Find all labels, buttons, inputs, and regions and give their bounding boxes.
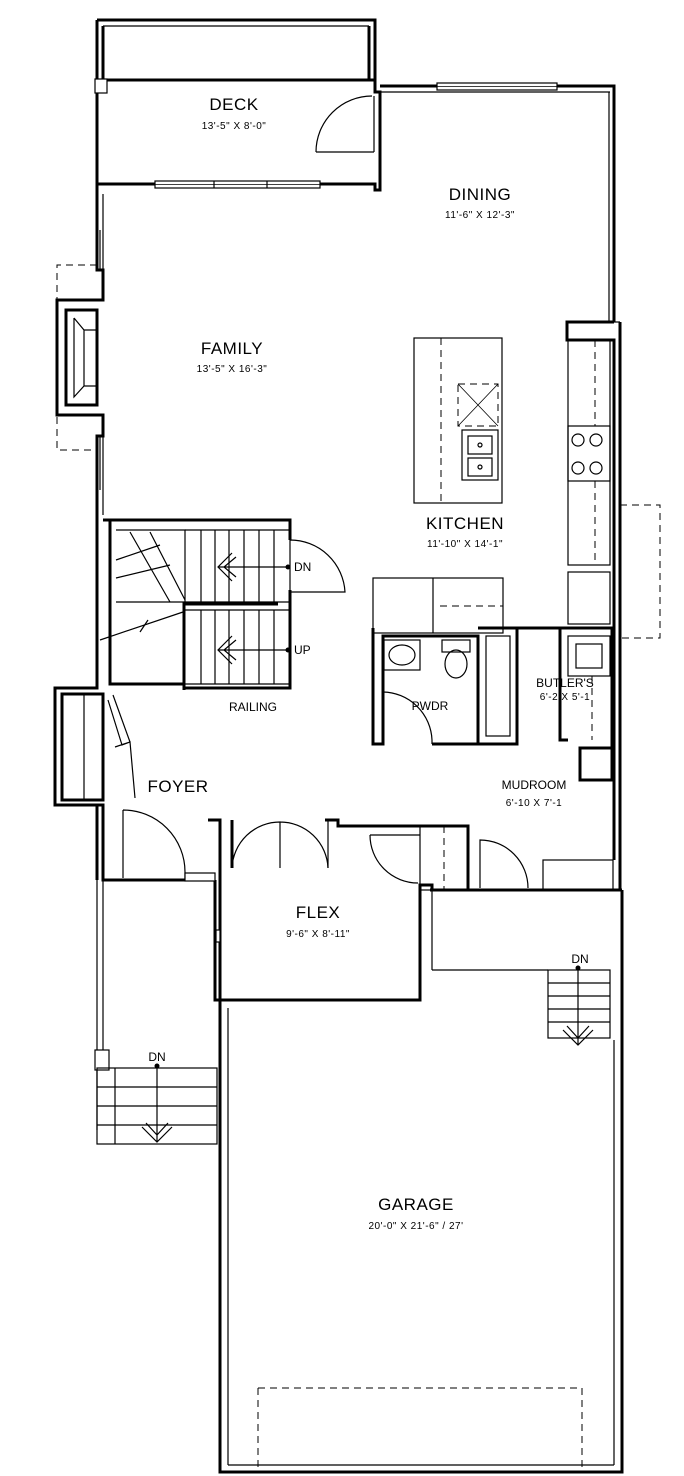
flex-name: FLEX xyxy=(296,903,341,922)
stair-up-main-label: UP xyxy=(294,643,311,657)
interior-walls xyxy=(103,337,661,1002)
deck-door xyxy=(315,95,375,153)
dining-name: DINING xyxy=(449,185,512,204)
kitchen-name: KITCHEN xyxy=(426,514,504,533)
deck-dims: 13'-5" X 8'-0" xyxy=(202,121,267,132)
railing-label: RAILING xyxy=(229,700,277,714)
garage-dims: 20'-0" X 21'-6" / 27' xyxy=(368,1221,463,1232)
flex-dims: 9'-6" X 8'-11" xyxy=(286,929,350,940)
main-top-wall xyxy=(95,80,382,230)
family-name: FAMILY xyxy=(201,339,263,358)
deck-outline xyxy=(97,18,377,82)
stairs-main xyxy=(99,529,291,685)
stair-dn-garage-label: DN xyxy=(571,952,588,966)
garage-walls xyxy=(213,880,624,1474)
foyer-name: FOYER xyxy=(147,777,208,796)
doors xyxy=(107,95,529,889)
deck-name: DECK xyxy=(209,95,258,114)
mudroom-dims: 6'-10 X 7'-1 xyxy=(506,798,563,809)
butlers-dims: 6'-2 X 5'-1 xyxy=(540,692,590,703)
butlers-name: BUTLER'S xyxy=(536,676,594,690)
stair-dn-main-label: DN xyxy=(294,560,311,574)
garage-name: GARAGE xyxy=(378,1195,454,1214)
dining-dims: 11'-6" X 12'-3" xyxy=(445,210,515,221)
room-labels: DECK 13'-5" X 8'-0" DINING 11'-6" X 12'-… xyxy=(147,95,593,1232)
exterior-walls xyxy=(53,18,624,1474)
pwdr-name: PWDR xyxy=(412,699,449,713)
mudroom-name: MUDROOM xyxy=(502,778,567,792)
stairs-garage xyxy=(431,890,611,1046)
stair-dn-front-label: DN xyxy=(148,1050,165,1064)
family-dims: 13'-5" X 16'-3" xyxy=(197,364,268,375)
stairs-front xyxy=(96,1063,218,1145)
kitchen-dims: 11'-10" X 14'-1" xyxy=(427,539,503,550)
